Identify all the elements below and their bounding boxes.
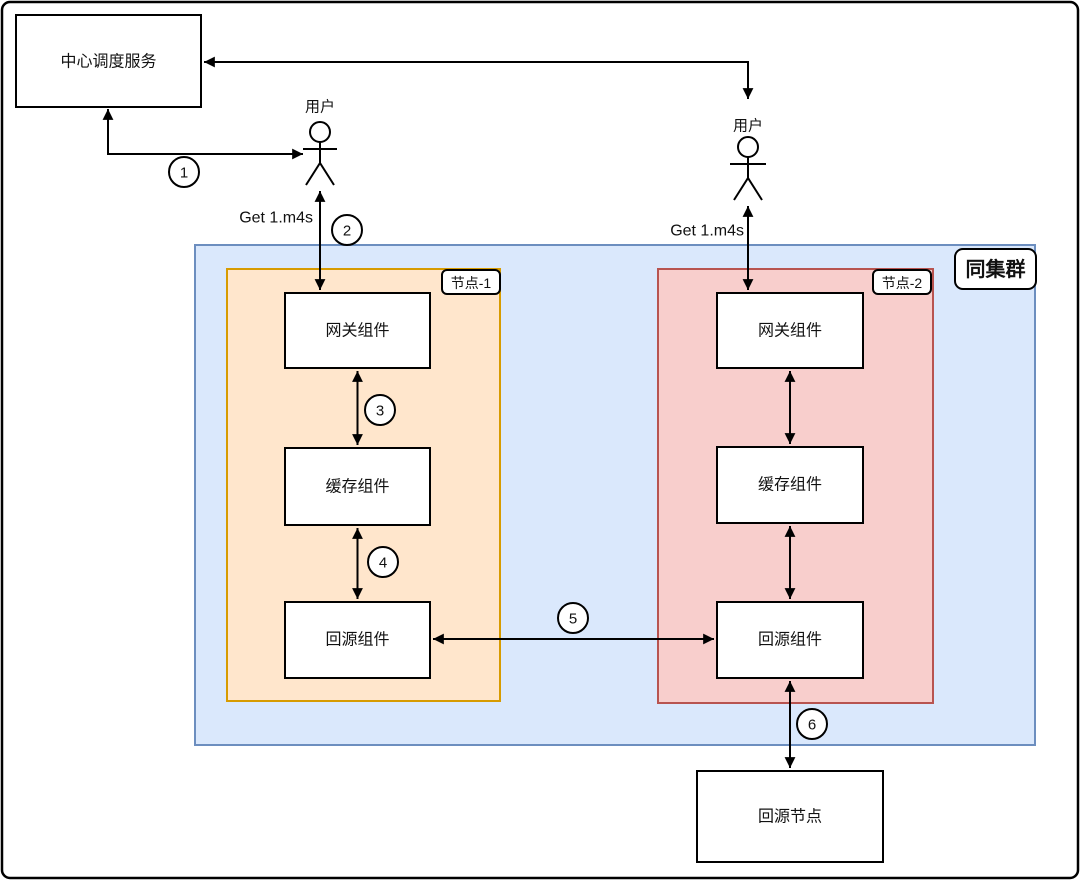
node1-gateway-box: 网关组件 — [284, 292, 431, 369]
arrow-user2-to-scheduler — [204, 56, 754, 99]
user1-label: 用户 — [305, 99, 335, 116]
user2-head-icon — [737, 136, 759, 158]
user2-figure — [730, 136, 766, 201]
step-2-circle — [331, 214, 363, 246]
step-3-badge: 3 — [364, 394, 396, 426]
node1-label-frame — [441, 269, 501, 295]
step-5-circle — [557, 602, 589, 634]
step-2-number: 2 — [343, 223, 351, 240]
node2-gateway-frame — [716, 292, 864, 369]
node2-cache-label: 缓存组件 — [758, 476, 822, 494]
node2-label-badge: 节点-2 — [872, 269, 932, 295]
step-6-number: 6 — [808, 717, 816, 734]
cluster-label-frame — [954, 248, 1037, 290]
node2-gateway-box: 网关组件 — [716, 292, 864, 369]
node1-originfetch-label: 回源组件 — [325, 631, 389, 649]
origin-node-box: 回源节点 — [696, 770, 884, 863]
step-1-badge: 1 — [168, 156, 200, 188]
node2-label-frame — [872, 269, 932, 295]
step-3-number: 3 — [376, 403, 384, 420]
node2-gateway-label: 网关组件 — [758, 322, 822, 340]
step-4-badge: 4 — [367, 546, 399, 578]
scheduler-box: 中心调度服务 — [15, 14, 202, 108]
scheduler-label: 中心调度服务 — [60, 53, 156, 71]
arrow-scheduler-to-user1 — [102, 109, 303, 160]
step-3-circle — [364, 394, 396, 426]
cluster-label: 同集群 — [966, 257, 1026, 281]
node1-gateway-frame — [284, 292, 431, 369]
step-4-circle — [367, 546, 399, 578]
node1-label: 节点-1 — [451, 275, 492, 291]
user1-figure — [303, 121, 337, 186]
node2-cache-frame — [716, 446, 864, 524]
node1-cache-label: 缓存组件 — [325, 478, 389, 496]
step-2-badge: 2 — [331, 214, 363, 246]
scheduler-frame — [15, 14, 202, 108]
node1-originfetch-frame — [284, 601, 431, 679]
node1-cache-box: 缓存组件 — [284, 447, 431, 526]
cluster-label-badge: 同集群 — [954, 248, 1037, 290]
step-5-number: 5 — [569, 611, 577, 628]
step-1-circle — [168, 156, 200, 188]
node1-label-badge: 节点-1 — [441, 269, 501, 295]
request2-label: Get 1.m4s — [670, 223, 744, 240]
node1-cache-frame — [284, 447, 431, 526]
node1-gateway-label: 网关组件 — [325, 322, 389, 340]
user2-legs — [733, 176, 763, 201]
step-5-badge: 5 — [557, 602, 589, 634]
node2-originfetch-label: 回源组件 — [758, 631, 822, 649]
origin-node-frame — [696, 770, 884, 863]
step-4-number: 4 — [379, 555, 387, 572]
node2-originfetch-frame — [716, 601, 864, 679]
step-6-circle — [796, 708, 828, 740]
step-6-badge: 6 — [796, 708, 828, 740]
user2-label: 用户 — [733, 118, 763, 135]
user1-legs — [305, 161, 335, 186]
request1-label: Get 1.m4s — [239, 210, 313, 227]
node2-label: 节点-2 — [882, 275, 923, 291]
step-1-number: 1 — [180, 165, 188, 182]
node2-cache-box: 缓存组件 — [716, 446, 864, 524]
node1-originfetch-box: 回源组件 — [284, 601, 431, 679]
user1-head-icon — [309, 121, 331, 143]
origin-node-label: 回源节点 — [758, 808, 822, 826]
node2-originfetch-box: 回源组件 — [716, 601, 864, 679]
